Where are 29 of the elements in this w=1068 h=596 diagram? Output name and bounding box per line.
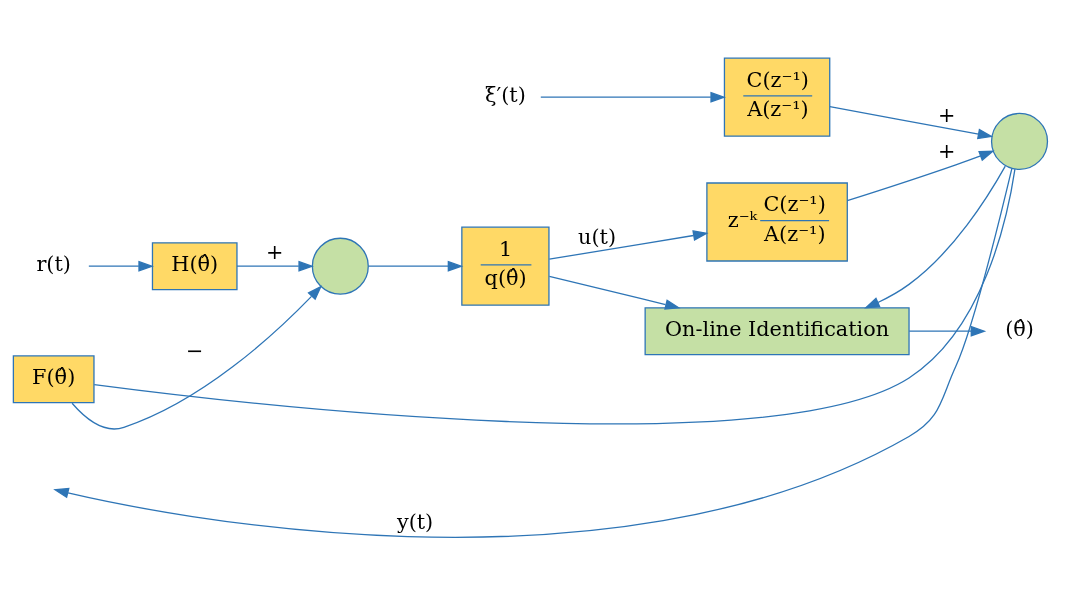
arrow [53,167,1013,538]
arrow [846,150,995,202]
arrow [367,260,464,272]
arrow [236,260,314,272]
arrow [548,275,681,310]
node-text: r(t) [36,252,71,277]
edge-label: + [265,240,284,265]
node-box: On-line Identification [644,307,910,356]
arrow [548,230,709,260]
edge-label: y(t) [396,509,434,534]
edge-label: + [938,139,956,164]
edge-label: u(t) [578,224,617,249]
node-box: C(z⁻¹) A(z⁻¹) [723,57,831,137]
arrow [71,285,323,430]
node-box: H(θ̂) [151,242,238,291]
arrow [540,91,726,103]
arrow [829,106,994,140]
node-circle [311,237,369,295]
arrow [864,165,1006,309]
node-box: 1 q(θ̂) [461,226,550,306]
node-text: ξ′(t) [485,83,526,108]
edge-label: − [186,339,204,364]
edge-label: + [938,102,956,127]
node-box: F(θ̂) [12,355,95,404]
arrow [908,325,987,337]
arrow [88,260,154,272]
node-circle [990,112,1049,170]
node-text: (θ̂) [1005,317,1034,342]
connector [93,168,1016,425]
